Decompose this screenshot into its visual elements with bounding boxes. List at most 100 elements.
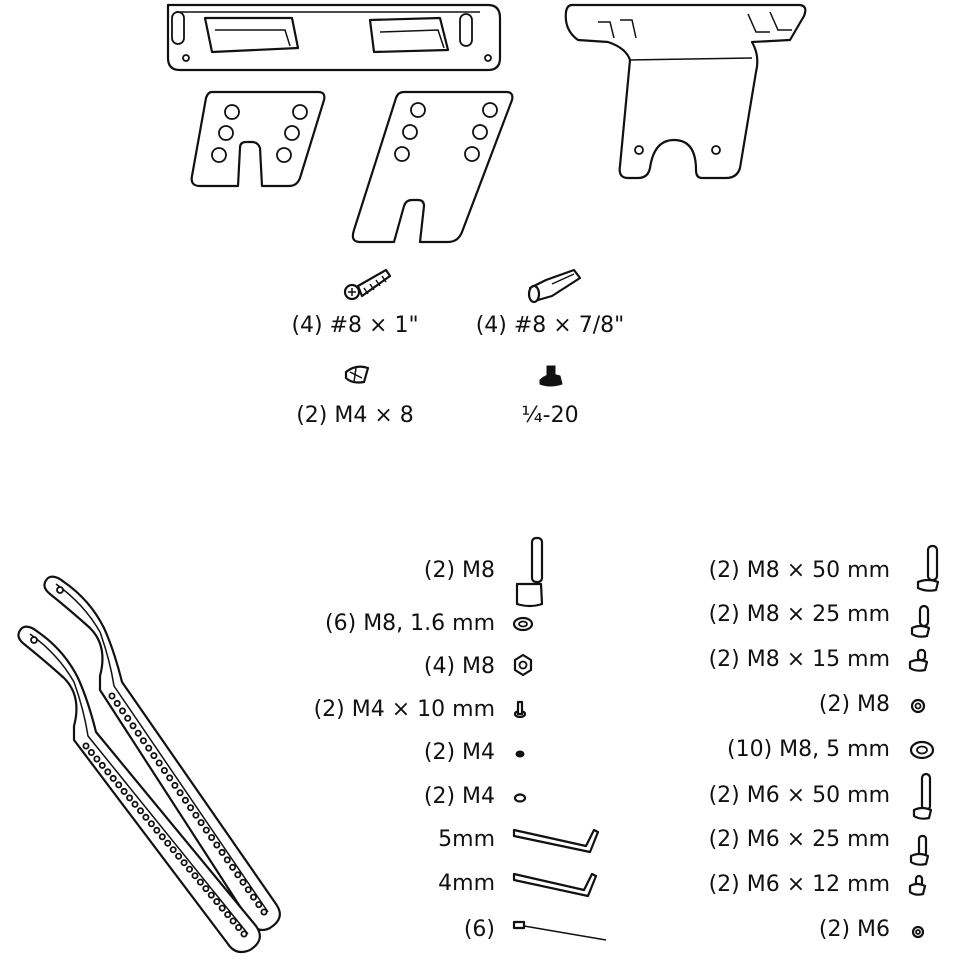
mount-hole: [284, 125, 300, 141]
strap-hole: [82, 742, 90, 750]
screw-hole: [182, 54, 190, 62]
strap-arm-front: [17, 625, 261, 954]
flat-head-screw-icon: [344, 365, 370, 384]
mount-hole: [292, 104, 308, 120]
strap-hole: [197, 819, 205, 827]
thumb-screw-icon: [539, 365, 563, 387]
strap-hole: [171, 781, 179, 789]
small-screw-icon: [513, 700, 527, 719]
label-allen-key-4mm: 4mm: [438, 871, 495, 896]
strap-hole: [160, 767, 168, 775]
strap-hole: [181, 796, 189, 804]
strap-hole: [104, 768, 112, 776]
strap-hole: [185, 865, 193, 873]
label-allen-key-5mm: 5mm: [438, 827, 495, 852]
mount-hole: [394, 146, 410, 162]
strap-hole: [139, 737, 147, 745]
label-m8-15: (2) M8 × 15 mm: [708, 647, 890, 672]
mount-hole: [464, 146, 480, 162]
strap-hole: [155, 759, 163, 767]
strap-hole: [202, 885, 210, 893]
label-m8-spacer: (10) M8, 5 mm: [727, 737, 890, 762]
strap-arm-back: [43, 575, 281, 932]
strap-hole: [191, 872, 199, 880]
adapter-plate-left: [190, 90, 326, 188]
strap-hole: [260, 908, 268, 916]
strap-hole: [169, 846, 177, 854]
lock-washer-icon: [911, 925, 925, 939]
label-m6-50: (2) M6 × 50 mm: [708, 783, 890, 808]
slot-hole-right: [459, 13, 473, 47]
label-spacer-bolt: (2) M8: [423, 558, 495, 583]
strap-hole: [208, 834, 216, 842]
strap-hole: [158, 833, 166, 841]
mount-hole: [482, 102, 498, 118]
strap-hole: [153, 826, 161, 834]
label-flat-head-screw: (2) M4 × 8: [296, 403, 414, 428]
strap-hole: [180, 859, 188, 867]
screw-hole: [484, 54, 492, 62]
strap-hole: [213, 841, 221, 849]
strap-hole: [240, 930, 248, 938]
allen-key-icon: [512, 872, 598, 898]
lock-washer-icon: [910, 698, 926, 714]
adapter-plate-center: [351, 90, 514, 244]
label-wood-screw: (4) #8 × 1": [291, 313, 419, 338]
short-bolt-icon: [908, 648, 929, 672]
long-bolt-icon: [912, 772, 933, 820]
strap-hole: [136, 807, 144, 815]
strap-hole: [176, 789, 184, 797]
bracket-hole: [634, 145, 644, 155]
strap-hole: [120, 787, 128, 795]
mount-hole: [218, 125, 234, 141]
strap-hole: [235, 924, 243, 932]
spacer-bolt-icon: [515, 536, 544, 608]
label-m8-25: (2) M8 × 25 mm: [708, 602, 890, 627]
strap-hole: [255, 901, 263, 909]
strap-hole-row: [82, 692, 268, 938]
mount-hole: [211, 147, 227, 163]
strap-hole: [166, 774, 174, 782]
strap-hole: [126, 794, 134, 802]
strap-hole: [134, 729, 142, 737]
small-washer-icon: [513, 793, 527, 803]
cable-tie-icon: [512, 920, 607, 941]
label-m8-50: (2) M8 × 50 mm: [708, 558, 890, 583]
strap-hole: [229, 917, 237, 925]
strap-hole: [207, 891, 215, 899]
strap-hole: [175, 852, 183, 860]
label-wall-anchor: (4) #8 × 7/8": [475, 313, 625, 338]
label-m6-25: (2) M6 × 25 mm: [708, 827, 890, 852]
strap-hole: [142, 813, 150, 821]
strap-hole: [87, 749, 95, 757]
small-nut-icon: [515, 750, 525, 758]
label-cable-tie: (6): [463, 917, 495, 942]
strap-hole: [113, 699, 121, 707]
strap-hole: [234, 871, 242, 879]
mount-hole: [410, 102, 426, 118]
label-hex-nut: (4) M8: [423, 654, 495, 679]
strap-hole: [131, 800, 139, 808]
strap-hole: [213, 898, 221, 906]
strap-hole: [223, 856, 231, 864]
strap-hole: [218, 848, 226, 856]
label-washer: (6) M8, 1.6 mm: [325, 611, 495, 636]
strap-hole: [119, 707, 127, 715]
strap-hole: [129, 722, 137, 730]
mount-hole: [402, 124, 418, 140]
label-small-screw: (2) M4 × 10 mm: [313, 697, 495, 722]
strap-hole: [115, 781, 123, 789]
hex-nut-icon: [513, 653, 533, 677]
strap-hole: [187, 804, 195, 812]
medium-bolt-icon: [910, 604, 931, 638]
label-m6-12: (2) M6 × 12 mm: [708, 872, 890, 897]
strap-hole: [244, 886, 252, 894]
strap-hole: [150, 752, 158, 760]
washer-icon: [512, 616, 534, 632]
strap-hole: [145, 744, 153, 752]
wall-plate: [166, 3, 502, 72]
mount-hole: [472, 124, 488, 140]
label-thumb-screw: ¼-20: [521, 403, 579, 428]
strap-hole: [229, 863, 237, 871]
mount-hole: [224, 104, 240, 120]
